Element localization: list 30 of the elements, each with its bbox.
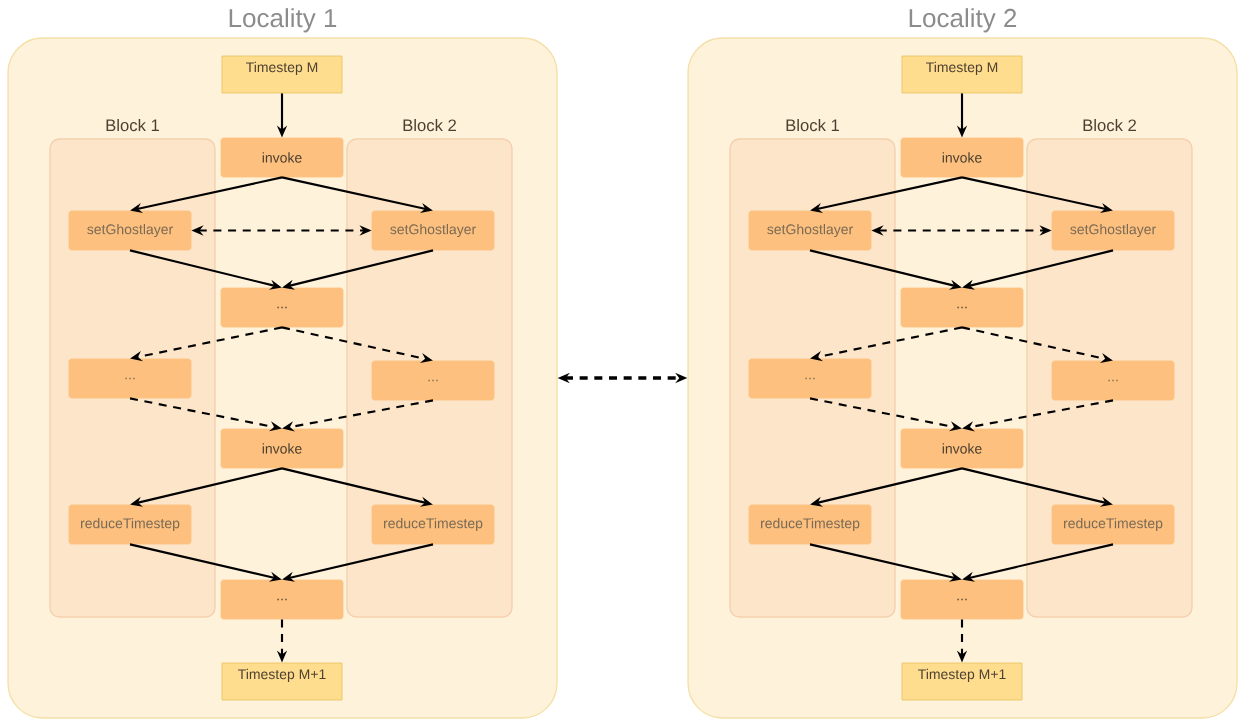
heading: Block 2 — [1083, 118, 1136, 132]
process-box: invoke — [900, 137, 1024, 178]
heading: Block 2 — [403, 118, 456, 132]
process-box: ... — [371, 360, 495, 401]
process-box: reduceTimestep — [1051, 504, 1175, 545]
process-box: ... — [68, 358, 192, 399]
process-box: setGhostlayer — [1051, 210, 1175, 251]
process-box: reduceTimestep — [748, 504, 872, 545]
timestep-box: Timestep M+1 — [901, 662, 1023, 701]
heading: Locality 1 — [229, 8, 337, 33]
process-box: invoke — [220, 137, 344, 178]
heading: Locality 2 — [909, 8, 1017, 33]
process-box: ... — [1051, 360, 1175, 401]
timestep-box: Timestep M — [221, 55, 343, 94]
heading: Block 1 — [106, 118, 159, 132]
process-box: reduceTimestep — [371, 504, 495, 545]
process-box: invoke — [220, 428, 344, 469]
timestep-box: Timestep M+1 — [221, 662, 343, 701]
process-box: reduceTimestep — [68, 504, 192, 545]
process-box: setGhostlayer — [748, 210, 872, 251]
heading: Block 1 — [786, 118, 839, 132]
process-box: ... — [748, 358, 872, 399]
process-box: setGhostlayer — [371, 210, 495, 251]
process-box: ... — [900, 579, 1024, 620]
timestep-box: Timestep M — [901, 55, 1023, 94]
process-box: ... — [220, 287, 344, 328]
process-box: ... — [900, 287, 1024, 328]
process-box: invoke — [900, 428, 1024, 469]
process-box: setGhostlayer — [68, 210, 192, 251]
process-box: ... — [220, 579, 344, 620]
